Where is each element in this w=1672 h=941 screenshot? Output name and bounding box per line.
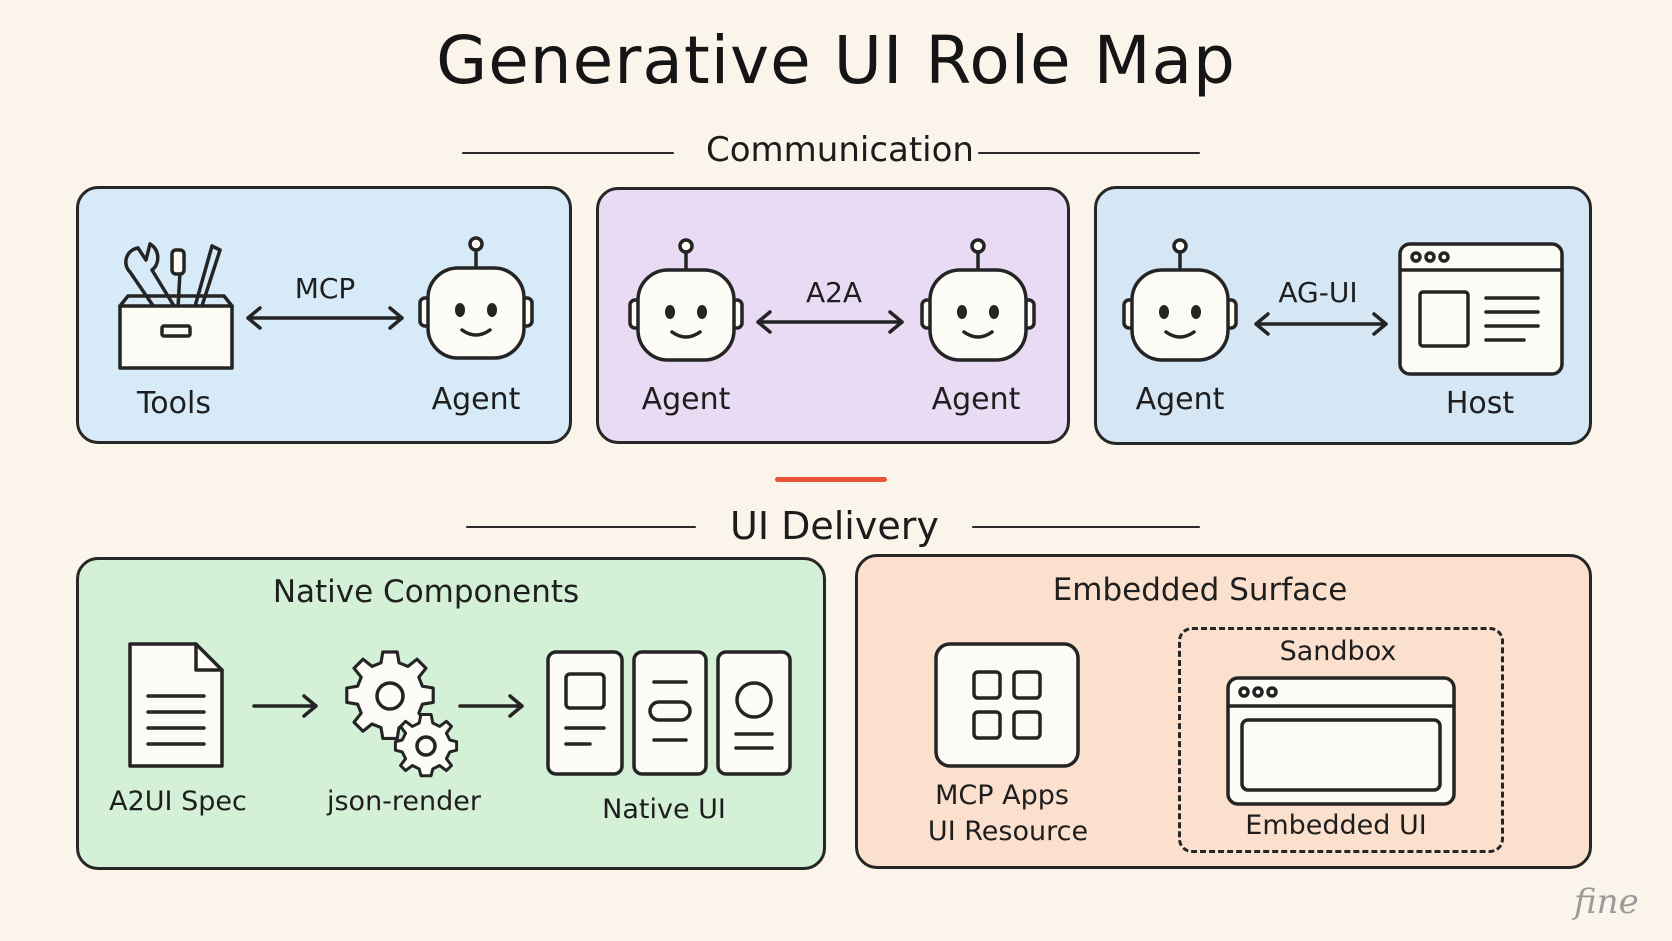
section-ui-delivery-label: UI Delivery <box>730 504 939 548</box>
protocol-label-mcp: MCP <box>294 272 356 305</box>
node-label-agent: Agent <box>931 382 1021 417</box>
robot-icon <box>628 238 744 362</box>
section-rule-left <box>462 152 674 154</box>
watermark: fine <box>1574 882 1639 922</box>
robot-icon <box>920 238 1036 362</box>
panel-title-embedded: Embedded Surface <box>1052 572 1348 608</box>
section-rule-left <box>466 526 696 528</box>
ui-resource-label: UI Resource <box>927 816 1089 847</box>
sandbox-label: Sandbox <box>1279 636 1397 667</box>
gears-icon <box>345 650 459 778</box>
right-arrow-icon <box>458 694 524 718</box>
double-arrow-icon <box>1254 312 1388 336</box>
right-arrow-icon <box>252 694 318 718</box>
robot-icon <box>1122 238 1238 362</box>
step-label-a2ui-spec: A2UI Spec <box>109 786 247 817</box>
panel-title-native: Native Components <box>272 574 580 610</box>
native-cards-icon <box>546 650 792 776</box>
browser-window-icon <box>1398 242 1564 376</box>
embedded-ui-label: Embedded UI <box>1245 810 1427 841</box>
mcp-apps-label: MCP Apps <box>935 780 1069 811</box>
node-label-tools: Tools <box>137 386 211 421</box>
toolbox-icon <box>118 242 234 370</box>
document-icon <box>128 642 224 768</box>
section-divider <box>775 477 887 482</box>
robot-icon <box>418 236 534 360</box>
diagram-title: Generative UI Role Map <box>436 22 1236 99</box>
protocol-label-a2a: A2A <box>805 276 863 309</box>
double-arrow-icon <box>756 310 904 334</box>
step-label-native-ui: Native UI <box>602 794 726 825</box>
node-label-host: Host <box>1445 386 1515 421</box>
node-label-agent: Agent <box>431 382 521 417</box>
step-label-json-render: json-render <box>326 786 482 817</box>
double-arrow-icon <box>246 306 404 330</box>
section-rule-right <box>978 152 1200 154</box>
node-label-agent: Agent <box>641 382 731 417</box>
section-rule-right <box>972 526 1200 528</box>
embedded-window-icon <box>1226 676 1456 806</box>
protocol-label-ag-ui: AG-UI <box>1278 276 1358 309</box>
node-label-agent: Agent <box>1135 382 1225 417</box>
section-communication-label: Communication <box>706 130 974 170</box>
sandbox-boundary <box>1178 627 1504 853</box>
app-grid-icon <box>934 642 1080 768</box>
